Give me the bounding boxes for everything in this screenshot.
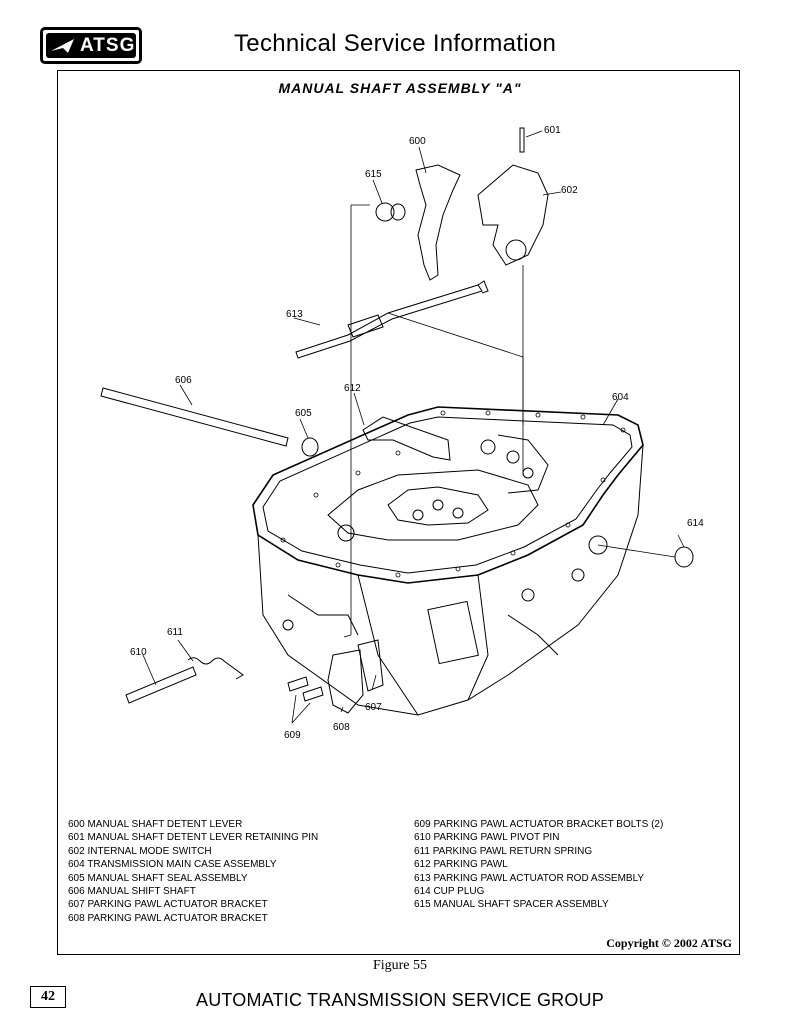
legend-item: 609 PARKING PAWL ACTUATOR BRACKET BOLTS … (414, 819, 664, 830)
retaining-pin-601 (519, 127, 525, 153)
page-title: Technical Service Information (234, 30, 557, 57)
legend-item: 611 PARKING PAWL RETURN SPRING (414, 845, 593, 857)
figure-title: MANUAL SHAFT ASSEMBLY "A" (278, 80, 522, 96)
parts-legend-right: 609 PARKING PAWL ACTUATOR BRACKET BOLTS … (414, 818, 663, 912)
leader-lines (142, 130, 685, 724)
cup-plug-614 (674, 546, 694, 568)
legend-item: 608 PARKING PAWL ACTUATOR BRACKET (68, 912, 268, 924)
bracket-608 (327, 649, 364, 714)
callout-600: 600 (409, 136, 426, 147)
footer-text: AUTOMATIC TRANSMISSION SERVICE GROUP (196, 990, 604, 1010)
legend-item: 614 CUP PLUG (414, 886, 485, 898)
mode-switch-602 (477, 164, 549, 266)
logo-text: ATSG (80, 34, 136, 56)
figure-frame (57, 70, 740, 955)
atsg-logo: ATSG (40, 27, 142, 64)
callout-604: 604 (612, 392, 629, 403)
callout-608: 608 (333, 722, 350, 733)
callout-602: 602 (561, 185, 578, 196)
callout-611: 611 (167, 627, 183, 638)
callout-607: 607 (365, 702, 382, 713)
legend-item: 615 MANUAL SHAFT SPACER ASSEMBLY (414, 899, 609, 911)
callout-615: 615 (365, 169, 382, 180)
callout-606: 606 (175, 375, 192, 386)
airplane-icon (51, 38, 74, 53)
callout-613: 613 (286, 309, 303, 320)
return-spring-611 (187, 657, 244, 680)
callout-612: 612 (344, 383, 361, 394)
legend-item: 613 PARKING PAWL ACTUATOR ROD ASSEMBLY (414, 872, 645, 884)
legend-item: 600 MANUAL SHAFT DETENT LEVER (68, 819, 243, 830)
legend-item: 606 MANUAL SHIFT SHAFT (68, 886, 196, 898)
callout-614: 614 (687, 518, 704, 529)
seal-605 (301, 437, 319, 457)
bracket-607 (357, 639, 384, 692)
callout-610: 610 (130, 647, 147, 658)
parking-pawl-612 (362, 416, 451, 461)
detent-lever-600 (415, 164, 461, 281)
actuator-rod-613 (295, 280, 489, 359)
legend-item: 602 INTERNAL MODE SWITCH (68, 845, 212, 857)
page-number: 42 (30, 986, 66, 1008)
copyright: Copyright © 2002 ATSG (606, 936, 732, 950)
exploded-view-diagram: 600 601 602 604 605 606 607 608 609 610 … (100, 125, 704, 741)
legend-item: 610 PARKING PAWL PIVOT PIN (414, 832, 560, 844)
legend-item: 601 MANUAL SHAFT DETENT LEVER RETAINING … (68, 832, 319, 844)
manual-shaft-606 (100, 387, 289, 447)
spacer-615 (375, 202, 406, 222)
legend-item: 604 TRANSMISSION MAIN CASE ASSEMBLY (68, 859, 277, 871)
legend-item: 605 MANUAL SHAFT SEAL ASSEMBLY (68, 872, 248, 884)
transmission-case-drawing (252, 406, 644, 716)
pivot-pin-610 (125, 666, 197, 704)
callout-601: 601 (544, 125, 561, 136)
figure-caption: Figure 55 (372, 958, 428, 973)
callout-605: 605 (295, 408, 312, 419)
callout-609: 609 (284, 730, 301, 741)
parts-legend-left: 600 MANUAL SHAFT DETENT LEVER 601 MANUAL… (68, 818, 318, 925)
legend-item: 612 PARKING PAWL (414, 859, 508, 871)
bolts-609 (287, 676, 324, 702)
legend-item: 607 PARKING PAWL ACTUATOR BRACKET (68, 899, 268, 911)
